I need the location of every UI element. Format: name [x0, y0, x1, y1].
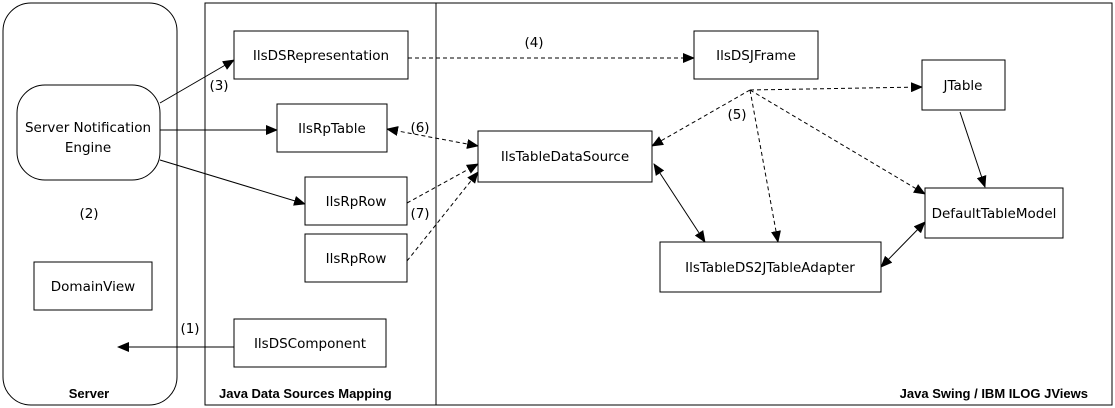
step-label-1: (1) [180, 321, 199, 337]
table-data-source-label: IlsTableDataSource [501, 149, 629, 165]
swing-region [435, 2, 1113, 406]
table-adapter-label: IlsTableDS2JTableAdapter [685, 260, 855, 276]
rp-row-label-2: IlsRpRow [326, 251, 387, 267]
jtable-label: JTable [943, 78, 983, 94]
rp-table-label: IlsRpTable [298, 121, 366, 137]
step-label-3: (3) [209, 78, 228, 94]
jframe-to-adapter-arrow [749, 89, 781, 243]
jtable-to-tablemodel-arrow [959, 111, 987, 188]
ds-representation-box [233, 30, 409, 80]
step-label-5: (5) [727, 107, 746, 123]
swing-region-label: Java Swing / IBM ILOG JViews [900, 386, 1088, 401]
table-data-source-box [477, 130, 653, 183]
ds-component-label: IlsDSComponent [254, 336, 366, 352]
server-engine-label-line1: Server Notification [25, 120, 151, 136]
step-label-2: (2) [79, 206, 98, 222]
rp-row-box-1 [304, 176, 408, 226]
engine-to-representation-arrow [159, 59, 235, 104]
rp-table-box [276, 103, 388, 153]
domain-view-box [33, 261, 153, 311]
rprow1-to-datasource-arrow [406, 163, 479, 204]
jtable-box [921, 59, 1006, 111]
default-table-model-box [924, 187, 1064, 239]
ds-jframe-box [693, 30, 819, 80]
jframe-to-tablemodel-arrow [749, 89, 926, 195]
ds-representation-label: IlsDSRepresentation [253, 48, 389, 64]
server-engine-label-line2: Engine [65, 140, 111, 156]
server-notification-engine [16, 84, 161, 181]
ds-jframe-label: IlsDSJFrame [716, 48, 796, 64]
rptable-datasource-arrow [386, 126, 479, 149]
table-adapter-box [659, 241, 882, 293]
rprow2-to-datasource-arrow [406, 171, 479, 262]
rp-row-label-1: IlsRpRow [326, 194, 387, 210]
step-label-4: (4) [524, 35, 543, 51]
jframe-to-datasource-arrow [651, 89, 751, 147]
domain-view-label: DomainView [51, 279, 135, 295]
step-label-6: (6) [410, 120, 429, 136]
step-label-7: (7) [410, 206, 429, 222]
server-region-label: Server [69, 386, 109, 401]
server-region [2, 2, 178, 406]
adapter-tablemodel-arrow [880, 221, 926, 268]
mapping-region-label: Java Data Sources Mapping [219, 386, 392, 401]
jframe-to-jtable-arrow [749, 82, 923, 93]
engine-to-rprow-arrow [159, 159, 306, 206]
ds-component-box [233, 318, 387, 368]
datasource-adapter-arrow [653, 163, 706, 243]
default-table-model-label: DefaultTableModel [932, 206, 1057, 222]
rp-row-box-2 [304, 233, 408, 283]
